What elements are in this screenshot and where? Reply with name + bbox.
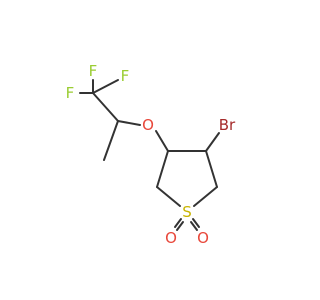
bond-s-o-left-a [176,221,184,231]
atom-fluorine-right: F [121,67,130,85]
bond-ch-methyl [103,120,119,161]
atom-bromine: Br [219,116,236,134]
atom-fluorine-left: F [66,84,75,102]
atom-sulfur: S [182,203,192,221]
atom-fluorine-top: F [89,62,98,80]
bonds [79,79,220,231]
atom-labels: F F F O Br S O O [66,62,236,247]
bond-s-o-right-a [190,221,198,231]
atom-sulfonyl-oxygen-right: O [197,229,209,247]
bond-ring-c2-c3 [156,150,169,188]
molecule-diagram: F F F O Br S O O [66,62,236,247]
bond-o-ring [155,130,169,152]
atom-sulfonyl-oxygen-left: O [165,229,177,247]
bond-s-o-left-b [174,218,182,228]
structure-canvas: F F F O Br S O O [66,62,236,247]
bond-ring-s-c2 [156,186,181,207]
bond-c-f-right [92,79,119,94]
bond-ring-c4-c5 [205,150,218,188]
bond-c-br [205,132,220,152]
bond-ring-c5-s [193,186,218,207]
atom-ether-oxygen: O [142,116,154,134]
bond-ch-o [117,120,141,126]
bond-s-o-right-b [192,218,200,228]
bond-cf3-ch [92,92,119,122]
